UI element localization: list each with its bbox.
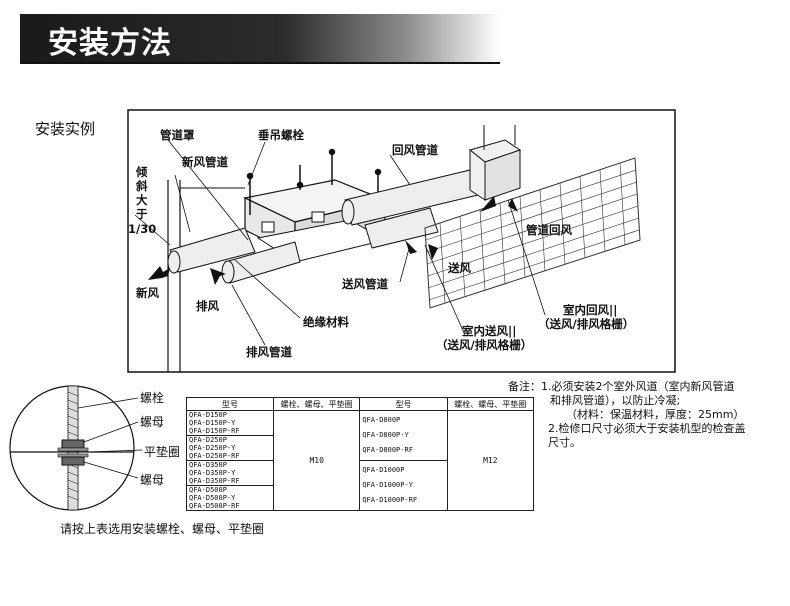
note-line-5: 尺寸。	[548, 436, 581, 449]
label-duct-cover: 管道罩	[160, 128, 195, 142]
footer-note: 请按上表选用安装螺栓、螺母、平垫圈	[60, 522, 265, 536]
model-cell: QFA-D150P	[189, 411, 227, 419]
spec-cell-m10: M10	[272, 410, 361, 511]
note-line-1: 备注：1.必须安装2个室外风道（室内新风管道	[508, 380, 735, 393]
model-cell: QFA-D350P-RF	[189, 477, 240, 485]
model-cell: QFA-D500P-Y	[189, 494, 236, 502]
model-cell: QFA-D150P-Y	[189, 419, 236, 427]
diagram-frame	[127, 109, 676, 373]
model-cell: QFA-D500P	[189, 486, 227, 494]
model-cell: QFA-D800P-RF	[362, 446, 413, 454]
label-indoor-return-2: （送风/排风格栅）	[538, 317, 635, 331]
label-supply-air-duct: 送风管道	[342, 277, 388, 291]
table-header-row: 型号 螺栓、螺母、平垫圈 型号 螺栓、螺母、平垫圈	[186, 397, 535, 411]
label-slope-4: 于	[136, 207, 148, 221]
model-cell: QFA-D1000P-Y	[362, 481, 413, 489]
note-line-3: （材料：保温材料，厚度：25mm）	[566, 408, 745, 421]
label-indoor-supply-1: 室内送风||	[462, 324, 517, 338]
model-group: QFA-D500P QFA-D500P-Y QFA-D500P-RF	[186, 485, 274, 511]
model-cell: QFA-D150P-RF	[189, 427, 240, 435]
section-label: 安装实例	[35, 120, 96, 138]
table-header: 螺栓、螺母、平垫圈	[272, 397, 361, 411]
label-bolt: 螺栓	[140, 391, 165, 405]
return-air-box	[468, 125, 522, 201]
label-washer: 平垫圈	[144, 445, 181, 459]
model-cell: QFA-D350P-Y	[189, 469, 236, 477]
note-line-2: 和排风管道），以防止冷凝;	[550, 394, 681, 407]
model-cell: QFA-D800P-Y	[362, 431, 409, 439]
label-insulation: 绝缘材料	[303, 315, 349, 329]
label-return-air-duct: 回风管道	[392, 143, 438, 157]
leader-lines	[134, 139, 546, 346]
label-slope-1: 倾	[136, 165, 148, 179]
note-line-4: 2.检修口尺寸必须大于安装机型的检查盖	[548, 422, 746, 435]
bolt-spec-table: 型号 螺栓、螺母、平垫圈 型号 螺栓、螺母、平垫圈 QFA-D150P QFA-…	[186, 397, 535, 511]
ceiling-grid	[424, 157, 641, 309]
model-group: QFA-D1000P QFA-D1000P-Y QFA-D1000P-RF	[359, 460, 448, 511]
label-exhaust-air: 排风	[196, 299, 219, 313]
label-fresh-air-duct: 新风管道	[182, 155, 228, 169]
model-group: QFA-D350P QFA-D350P-Y QFA-D350P-RF	[186, 460, 274, 486]
label-nut: 螺母	[140, 415, 165, 429]
model-cell: QFA-D800P	[362, 416, 401, 424]
left-ducts	[167, 227, 301, 284]
right-ducts	[341, 169, 479, 249]
bolt-detail-diagram	[9, 385, 143, 511]
model-cell: QFA-D250P	[189, 436, 227, 444]
table-row: QFA-D250P QFA-D250P-Y QFA-D250P-RF	[186, 435, 534, 461]
table-row: QFA-D350P QFA-D350P-Y QFA-D350P-RF QFA-D…	[186, 460, 534, 511]
spec-cell-m12: M12	[446, 410, 535, 511]
model-cell: QFA-D500P-RF	[189, 502, 240, 510]
label-duct-return-air: 管道回风	[526, 223, 572, 237]
table-header: 型号	[359, 397, 448, 411]
label-indoor-return-1: 室内回风||	[563, 303, 618, 317]
table-row: QFA-D500P QFA-D500P-Y QFA-D500P-RF	[186, 485, 534, 511]
page-title: 安装方法	[48, 26, 172, 61]
model-group: QFA-D150P QFA-D150P-Y QFA-D150P-RF	[186, 410, 274, 436]
model-cell: QFA-D250P-RF	[189, 452, 240, 460]
label-hanger-bolt: 垂吊螺栓	[258, 128, 304, 142]
label-exhaust-duct: 排风管道	[246, 345, 292, 359]
header-banner	[20, 14, 500, 62]
label-supply-air: 送风	[448, 261, 471, 275]
model-cell: QFA-D250P-Y	[189, 444, 236, 452]
label-indoor-supply-2: （送风/排风格栅）	[436, 338, 533, 352]
table-header: 螺栓、螺母、平垫圈	[446, 397, 535, 411]
model-group: QFA-D250P QFA-D250P-Y QFA-D250P-RF	[186, 435, 274, 461]
model-group: QFA-D800P QFA-D800P-Y QFA-D800P-RF	[359, 410, 448, 461]
table-header: 型号	[186, 397, 274, 411]
label-slope-3: 大	[136, 193, 148, 207]
label-nut-2: 螺母	[140, 473, 165, 487]
label-slope-value: 1/30	[128, 222, 157, 236]
model-cell: QFA-D1000P	[362, 466, 405, 474]
airflow-arrows	[148, 196, 518, 285]
model-cell: QFA-D1000P-RF	[362, 496, 418, 504]
header-divider	[20, 62, 500, 64]
model-cell: QFA-D350P	[189, 461, 227, 469]
label-slope-2: 斜	[136, 179, 148, 193]
table-row: QFA-D150P QFA-D150P-Y QFA-D150P-RF M10 Q…	[186, 410, 535, 511]
label-fresh-air: 新风	[136, 286, 159, 300]
